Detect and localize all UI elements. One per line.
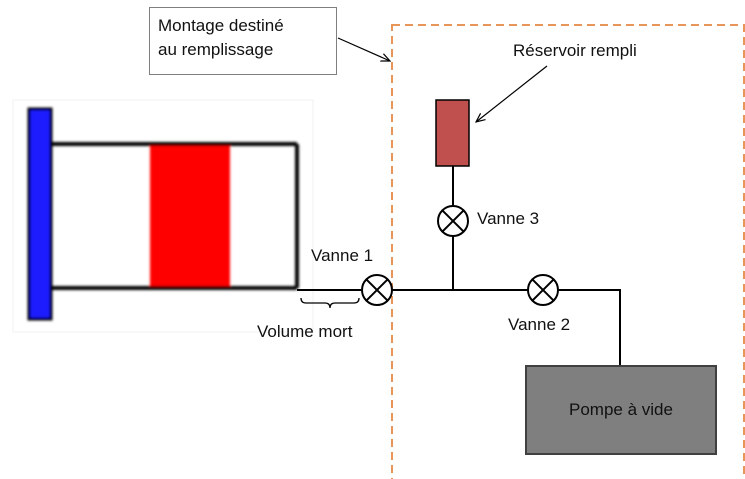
vanne-3-label: Vanne 3	[477, 209, 540, 228]
sample-red-block	[150, 143, 230, 289]
vanne-2-label: Vanne 2	[508, 315, 571, 334]
valve-3-icon	[437, 205, 469, 237]
pump-label: Pompe à vide	[569, 400, 673, 419]
reservoir-arrow	[476, 65, 548, 122]
callout-arrow	[337, 37, 390, 61]
piston-blue-bar	[27, 107, 53, 321]
vacuum-pump: Pompe à vide	[525, 365, 717, 455]
reservoir	[435, 99, 470, 167]
valve-2-icon	[527, 274, 559, 306]
vanne-1-label: Vanne 1	[311, 246, 374, 265]
filling-assembly-frame	[391, 24, 745, 479]
reservoir-label: Réservoir rempli	[513, 41, 637, 60]
sample-cell	[27, 107, 299, 321]
callout-box: Montage destiné au remplissage	[149, 7, 337, 75]
callout-line-1: Montage destiné	[158, 16, 284, 35]
valve-1-icon	[361, 274, 393, 306]
dead-volume-brace	[300, 297, 360, 309]
callout-line-2: au remplissage	[158, 40, 274, 59]
volume-mort-label: Volume mort	[257, 322, 353, 341]
